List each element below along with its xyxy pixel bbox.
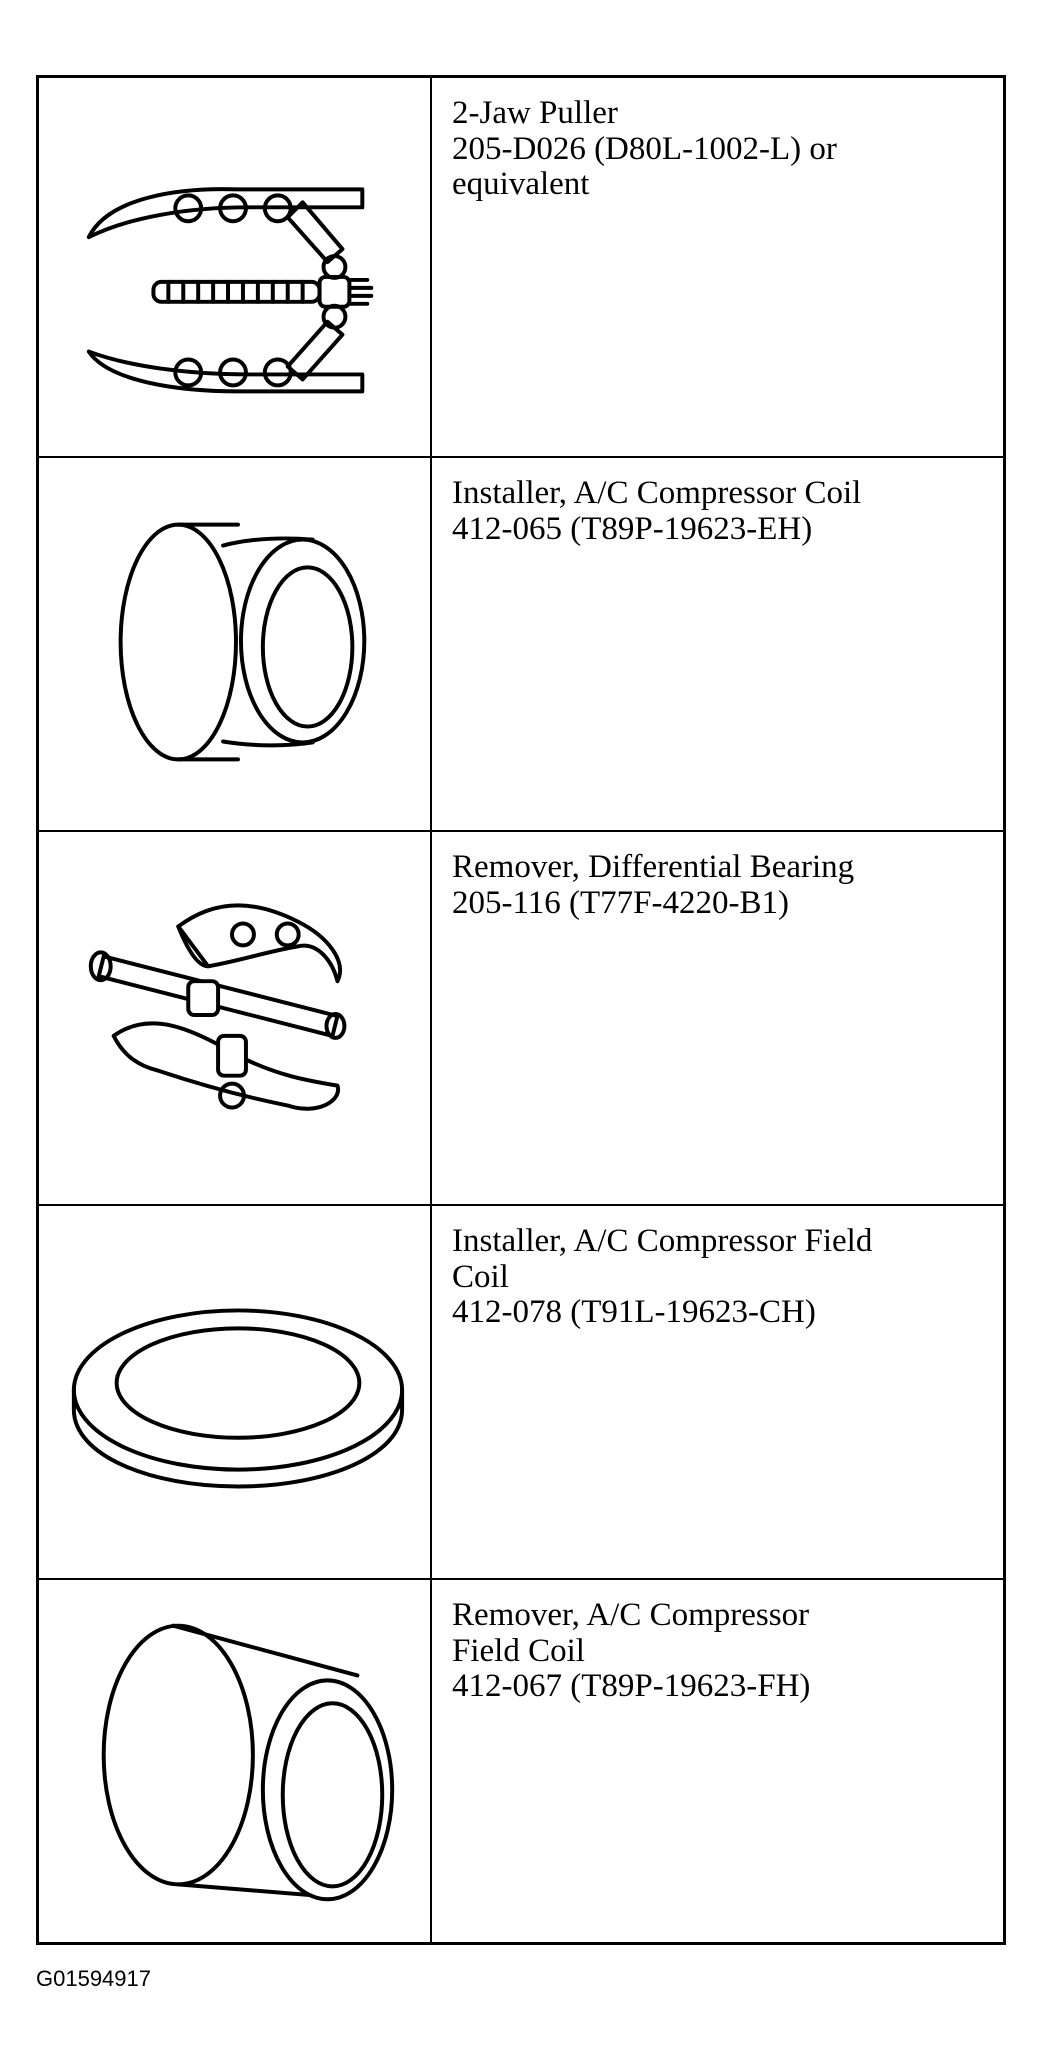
tool-description: Installer, A/C Compressor Coil 412-065 (… — [432, 458, 1003, 832]
tool-number: 205-116 (T77F-4220-B1) — [452, 884, 789, 921]
tool-description: Remover, Differential Bearing 205-116 (T… — [432, 832, 1003, 1206]
tool-description: 2-Jaw Puller 205-D026 (D80L-1002-L) or e… — [432, 78, 1003, 458]
tool-number: 412-065 (T89P-19623-EH) — [452, 510, 813, 547]
tool-image-cell — [39, 1580, 432, 1942]
special-tools-table: 2-Jaw Puller 205-D026 (D80L-1002-L) or e… — [36, 75, 1006, 1945]
figure-code: G01594917 — [36, 1966, 151, 1991]
field-coil-remover-icon — [101, 1623, 395, 1902]
tool-description: Installer, A/C Compressor Field Coil 412… — [432, 1206, 1003, 1580]
tool-name: Remover, Differential Bearing — [452, 849, 855, 885]
tool-number: 205-D026 (D80L-1002-L) or — [452, 130, 837, 167]
coil-installer-icon — [118, 522, 367, 762]
tool-name-cont: Coil — [452, 1258, 509, 1295]
tool-number: 412-078 (T91L-19623-CH) — [452, 1294, 816, 1331]
tool-name-cont: Field Coil — [452, 1632, 585, 1669]
tool-name: Remover, A/C Compressor — [452, 1597, 810, 1633]
two-jaw-puller-icon — [86, 187, 374, 394]
tool-image-cell — [39, 78, 432, 458]
field-coil-installer-ring-icon — [71, 1308, 405, 1489]
tool-image-cell — [39, 832, 432, 1206]
tool-name: 2-Jaw Puller — [452, 95, 618, 131]
tool-image-cell — [39, 458, 432, 832]
tool-note: equivalent — [452, 166, 590, 203]
bearing-remover-icon — [88, 903, 347, 1111]
tool-name: Installer, A/C Compressor Field — [452, 1223, 873, 1259]
tool-number: 412-067 (T89P-19623-FH) — [452, 1668, 811, 1705]
tool-name: Installer, A/C Compressor Coil — [452, 475, 862, 511]
tool-description: Remover, A/C Compressor Field Coil 412-0… — [432, 1580, 1003, 1942]
tool-image-cell — [39, 1206, 432, 1580]
